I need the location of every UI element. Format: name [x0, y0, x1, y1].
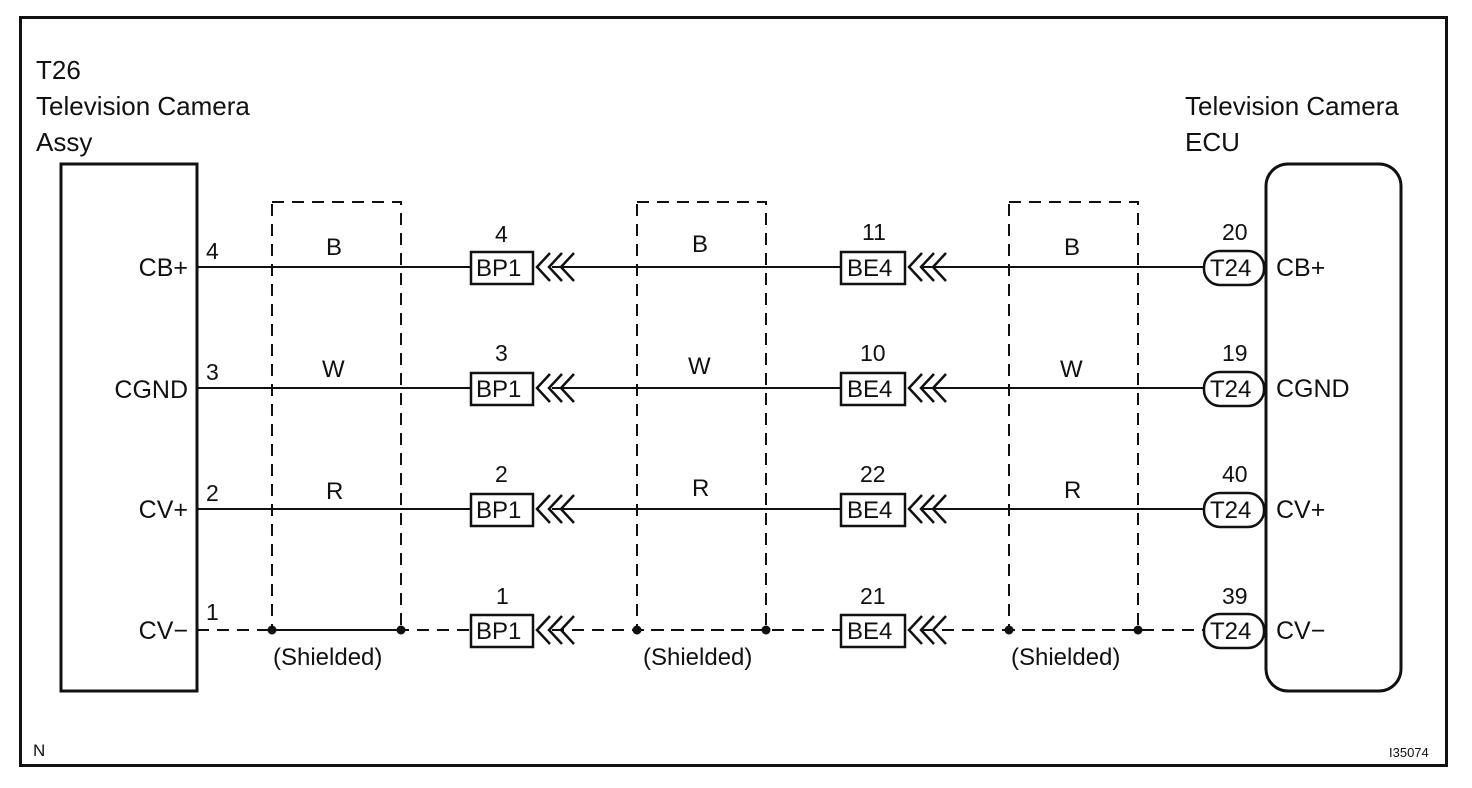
shield-splice-dots — [267, 625, 1143, 635]
be4-pin-number: 21 — [860, 583, 886, 609]
left-signal-cv-minus: CV− — [138, 617, 188, 645]
t24-connector-boxes — [1202, 249, 1266, 650]
t24-connector-label: T24 — [1210, 376, 1252, 403]
shielded-label: (Shielded) — [1011, 644, 1121, 671]
left-signal-cb-plus: CB+ — [138, 254, 188, 282]
figure-id-label: I35074 — [1389, 745, 1429, 760]
bp1-connector-label: BP1 — [476, 497, 522, 524]
left-component-name: Television Camera — [36, 91, 250, 121]
bp1-connector-label: BP1 — [476, 376, 522, 403]
t24-pin-number: 40 — [1222, 461, 1248, 487]
wire-color-label: B — [326, 234, 343, 261]
left-pin-number: 4 — [206, 238, 219, 264]
wire-color-label: W — [1060, 356, 1083, 383]
camera-ecu-box — [1264, 162, 1403, 693]
wire-color-label: R — [326, 478, 344, 505]
shield-box-1 — [271, 201, 402, 631]
shielded-label: (Shielded) — [643, 644, 753, 671]
left-component-code: T26 — [36, 55, 81, 85]
t24-connector-label: T24 — [1210, 497, 1252, 524]
be4-connector-boxes — [839, 250, 907, 649]
t24-connector-label: T24 — [1210, 618, 1252, 645]
right-signal-cv-minus: CV− — [1276, 617, 1326, 645]
t24-pin-number: 19 — [1222, 340, 1248, 366]
wire-color-label: W — [688, 353, 711, 380]
wire-color-label: B — [692, 231, 709, 258]
bp1-pin-number: 4 — [495, 221, 508, 247]
diagram-frame — [19, 16, 1448, 767]
be4-connector-label: BE4 — [847, 497, 893, 524]
bp1-pin-number: 1 — [496, 583, 509, 609]
right-component-name-2: ECU — [1185, 127, 1240, 157]
bp1-pin-number: 3 — [495, 340, 508, 366]
wire-color-label: W — [322, 356, 345, 383]
left-pin-number: 3 — [206, 359, 219, 385]
right-signal-cv-plus: CV+ — [1276, 496, 1326, 524]
bp1-connector-label: BP1 — [476, 618, 522, 645]
be4-pin-number: 22 — [860, 461, 886, 487]
camera-assy-box — [59, 162, 199, 693]
be4-connector-label: BE4 — [847, 255, 893, 282]
left-signal-cv-plus: CV+ — [138, 496, 188, 524]
shielded-label: (Shielded) — [273, 644, 383, 671]
corner-left-label: N — [33, 741, 46, 760]
wire-color-label: R — [1064, 477, 1082, 504]
bp1-connector-label: BP1 — [476, 255, 522, 282]
wire-color-label: B — [1064, 234, 1081, 261]
be4-connector-label: BE4 — [847, 376, 893, 403]
wire-color-label: R — [692, 475, 710, 502]
left-component-name-2: Assy — [36, 127, 93, 157]
be4-pin-number: 10 — [860, 340, 886, 366]
t24-pin-number: 20 — [1222, 219, 1248, 245]
t24-connector-label: T24 — [1210, 255, 1252, 282]
bp1-pin-number: 2 — [495, 461, 508, 487]
chevron-icon — [535, 252, 947, 645]
left-pin-number: 2 — [206, 480, 219, 506]
right-signal-cb-plus: CB+ — [1276, 254, 1326, 282]
left-signal-cgnd: CGND — [114, 376, 188, 404]
be4-pin-number: 11 — [862, 219, 886, 245]
be4-connector-label: BE4 — [847, 618, 893, 645]
left-pin-number: 1 — [206, 599, 219, 625]
right-signal-cgnd: CGND — [1276, 375, 1350, 403]
t24-pin-number: 39 — [1222, 583, 1248, 609]
right-component-name: Television Camera — [1185, 91, 1399, 121]
bp1-connector-boxes — [469, 250, 535, 649]
